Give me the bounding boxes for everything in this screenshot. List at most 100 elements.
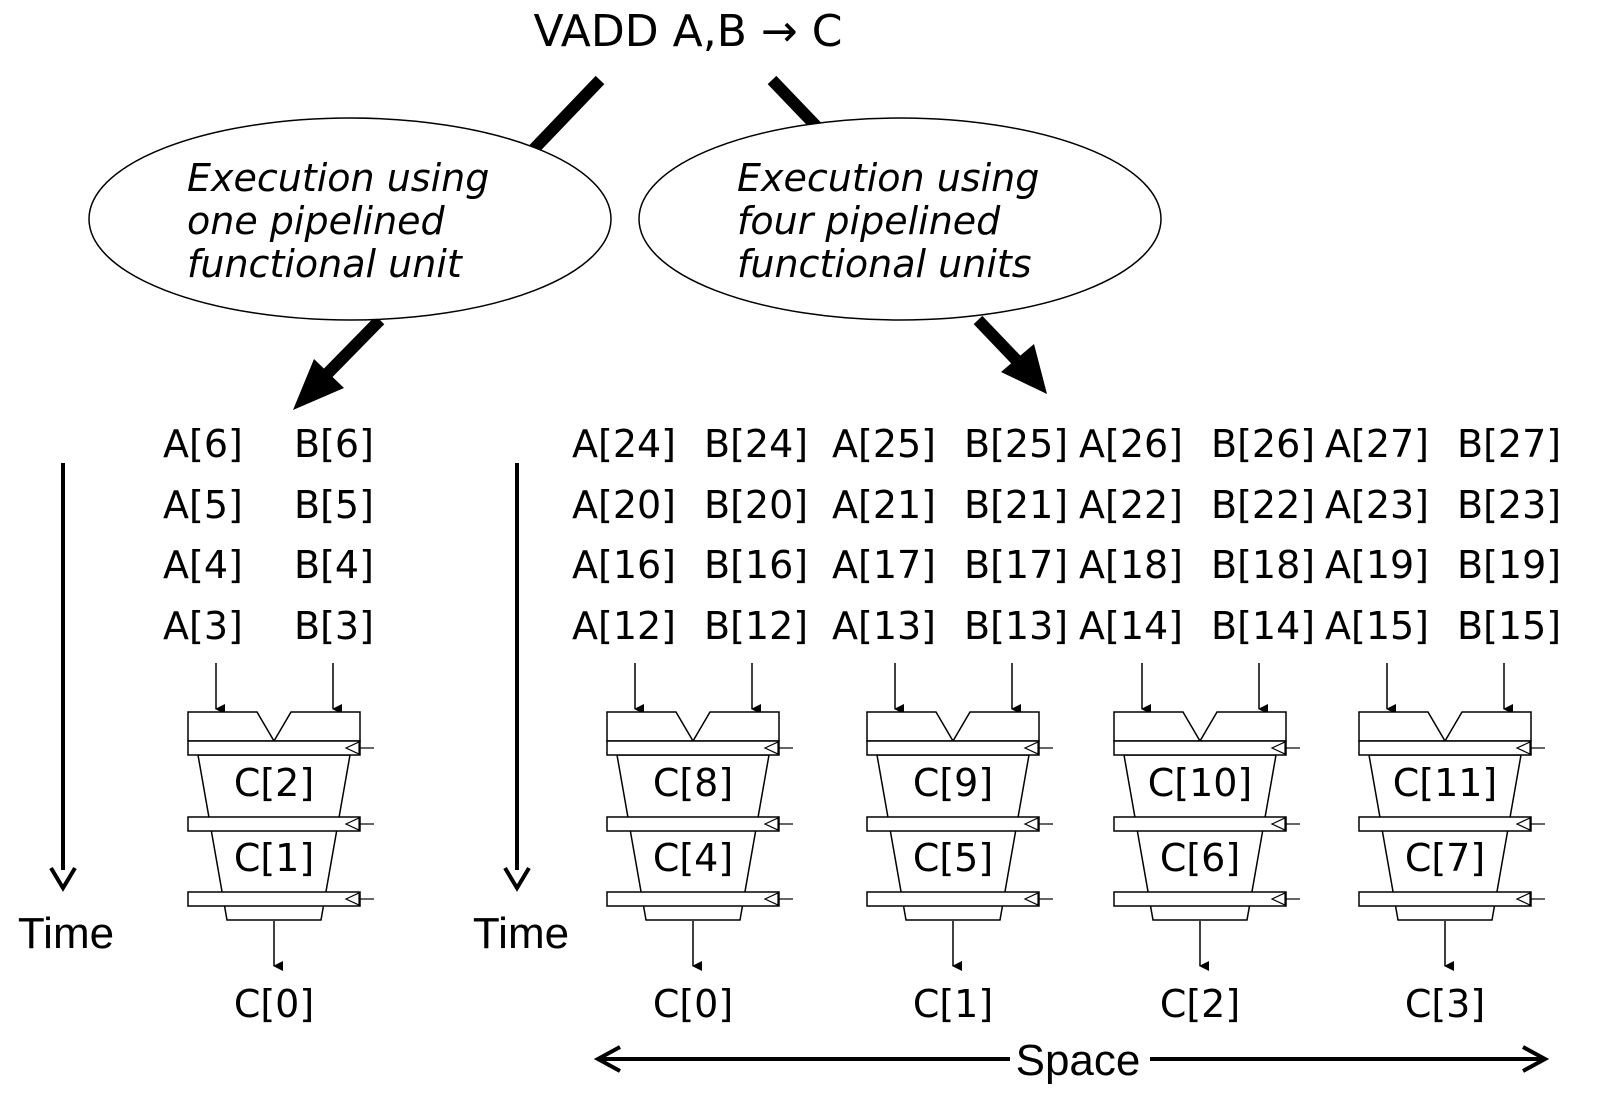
right-input-b: B[17]	[964, 543, 1068, 587]
stage-label: C[5]	[913, 836, 993, 880]
right-input-a: A[25]	[832, 422, 936, 466]
instruction-title: VADD A,B → C	[534, 6, 843, 57]
single-pipelined-unit: C[2] C[1] C[0]	[187, 663, 374, 1026]
right-input-a: A[17]	[832, 543, 936, 587]
right-input-a: A[20]	[572, 483, 676, 527]
pipelined-unit-1: C[9] C[5] C[1]	[866, 663, 1053, 1026]
right-input-b: B[13]	[964, 604, 1068, 648]
right-input-b: B[25]	[964, 422, 1068, 466]
right-input-b: B[15]	[1457, 604, 1561, 648]
pipeline-register	[606, 740, 780, 756]
left-input-a: A[3]	[163, 604, 243, 648]
right-input-a: A[18]	[1079, 543, 1183, 587]
right-input-queue: A[24] B[24] A[25] B[25]A[26] B[26]A[27] B[27]…	[572, 422, 1561, 648]
ellipse-four-line-1: Execution using	[737, 156, 1039, 200]
ellipse-four-units: Execution using four pipelined functiona…	[638, 117, 1162, 321]
left-input-b: B[4]	[294, 543, 374, 587]
time-label-left: Time	[18, 909, 114, 958]
left-input-a: A[4]	[163, 543, 243, 587]
pipelined-unit-3: C[11] C[7] C[3]	[1358, 663, 1545, 1026]
pipeline-register	[866, 740, 1040, 756]
stage-label: C[10]	[1148, 761, 1253, 805]
right-input-b: B[20]	[704, 483, 808, 527]
left-input-b: B[5]	[294, 483, 374, 527]
ellipse-four-line-2: four pipelined	[737, 199, 1001, 243]
left-input-b: B[3]	[294, 604, 374, 648]
right-input-a: A[24]	[572, 422, 676, 466]
ellipse-one-line-1: Execution using	[187, 156, 489, 200]
pipeline-register	[1113, 891, 1287, 907]
right-input-b: B[19]	[1457, 543, 1561, 587]
ellipse-four-line-3: functional units	[737, 242, 1032, 286]
stage-label: C[6]	[1160, 836, 1240, 880]
stage-label: C[8]	[653, 761, 733, 805]
right-input-a: A[22]	[1079, 483, 1183, 527]
pipeline-register	[1113, 816, 1287, 832]
pipeline-register	[1358, 816, 1532, 832]
ellipse-one-unit: Execution using one pipelined functional…	[88, 117, 612, 321]
right-input-b: B[27]	[1457, 422, 1561, 466]
right-input-b: B[26]	[1211, 422, 1315, 466]
stage-label: C[11]	[1393, 761, 1498, 805]
left-input-b: B[6]	[294, 422, 374, 466]
right-input-a: A[27]	[1325, 422, 1429, 466]
pipeline-register	[606, 891, 780, 907]
adder-input-stage	[1358, 711, 1532, 743]
output-label: C[3]	[1405, 982, 1485, 1026]
left-input-a: A[5]	[163, 483, 243, 527]
right-input-a: A[26]	[1079, 422, 1183, 466]
branch-arrow-right	[767, 75, 1047, 394]
adder-input-stage	[1113, 711, 1287, 743]
space-label: Space	[1016, 1036, 1141, 1085]
pipeline-register	[1113, 740, 1287, 756]
output-label: C[1]	[913, 982, 993, 1026]
right-input-a: A[15]	[1325, 604, 1429, 648]
right-input-a: A[19]	[1325, 543, 1429, 587]
adder-input-stage	[187, 711, 361, 743]
pipelined-unit-0: C[8] C[4] C[0]	[606, 663, 793, 1026]
branch-arrow-left	[293, 75, 605, 410]
pipeline-register	[866, 891, 1040, 907]
right-input-a: A[21]	[832, 483, 936, 527]
right-input-b: B[18]	[1211, 543, 1315, 587]
stage-label: C[1]	[234, 836, 314, 880]
time-arrow-right	[503, 463, 531, 892]
time-label-right: Time	[473, 909, 569, 958]
pipeline-register	[606, 816, 780, 832]
right-input-a: A[14]	[1079, 604, 1183, 648]
time-arrow-left	[49, 463, 77, 892]
pipeline-register	[866, 816, 1040, 832]
stage-label: C[9]	[913, 761, 993, 805]
pipeline-register	[187, 816, 361, 832]
pipelined-unit-2: C[10] C[6] C[2]	[1113, 663, 1300, 1026]
left-input-queue: A[6] B[6] A[5] B[5] A[4] B[4] A[3] B[3]	[163, 422, 374, 648]
stage-label: C[2]	[234, 761, 314, 805]
ellipse-one-line-3: functional unit	[187, 242, 464, 286]
pipeline-register	[187, 891, 361, 907]
ellipse-one-line-2: one pipelined	[187, 199, 446, 243]
pipeline-register	[187, 740, 361, 756]
adder-input-stage	[866, 711, 1040, 743]
pipelined-units: C[2] C[1] C[0] C[8] C[4] C[0] C[9] C[5] C[1] C[10…	[187, 663, 1545, 1026]
space-arrow	[593, 1045, 1550, 1073]
right-input-b: B[23]	[1457, 483, 1561, 527]
stage-label: C[4]	[653, 836, 733, 880]
right-input-b: B[21]	[964, 483, 1068, 527]
right-input-a: A[12]	[572, 604, 676, 648]
output-label: C[2]	[1160, 982, 1240, 1026]
output-label: C[0]	[653, 982, 733, 1026]
pipeline-register	[1358, 740, 1532, 756]
output-label: C[0]	[234, 982, 314, 1026]
left-input-a: A[6]	[163, 422, 243, 466]
stage-label: C[7]	[1405, 836, 1485, 880]
adder-input-stage	[606, 711, 780, 743]
right-input-b: B[12]	[704, 604, 808, 648]
right-input-b: B[14]	[1211, 604, 1315, 648]
right-input-a: A[16]	[572, 543, 676, 587]
right-input-a: A[23]	[1325, 483, 1429, 527]
right-input-b: B[22]	[1211, 483, 1315, 527]
right-input-a: A[13]	[832, 604, 936, 648]
right-input-b: B[24]	[704, 422, 808, 466]
right-input-b: B[16]	[704, 543, 808, 587]
